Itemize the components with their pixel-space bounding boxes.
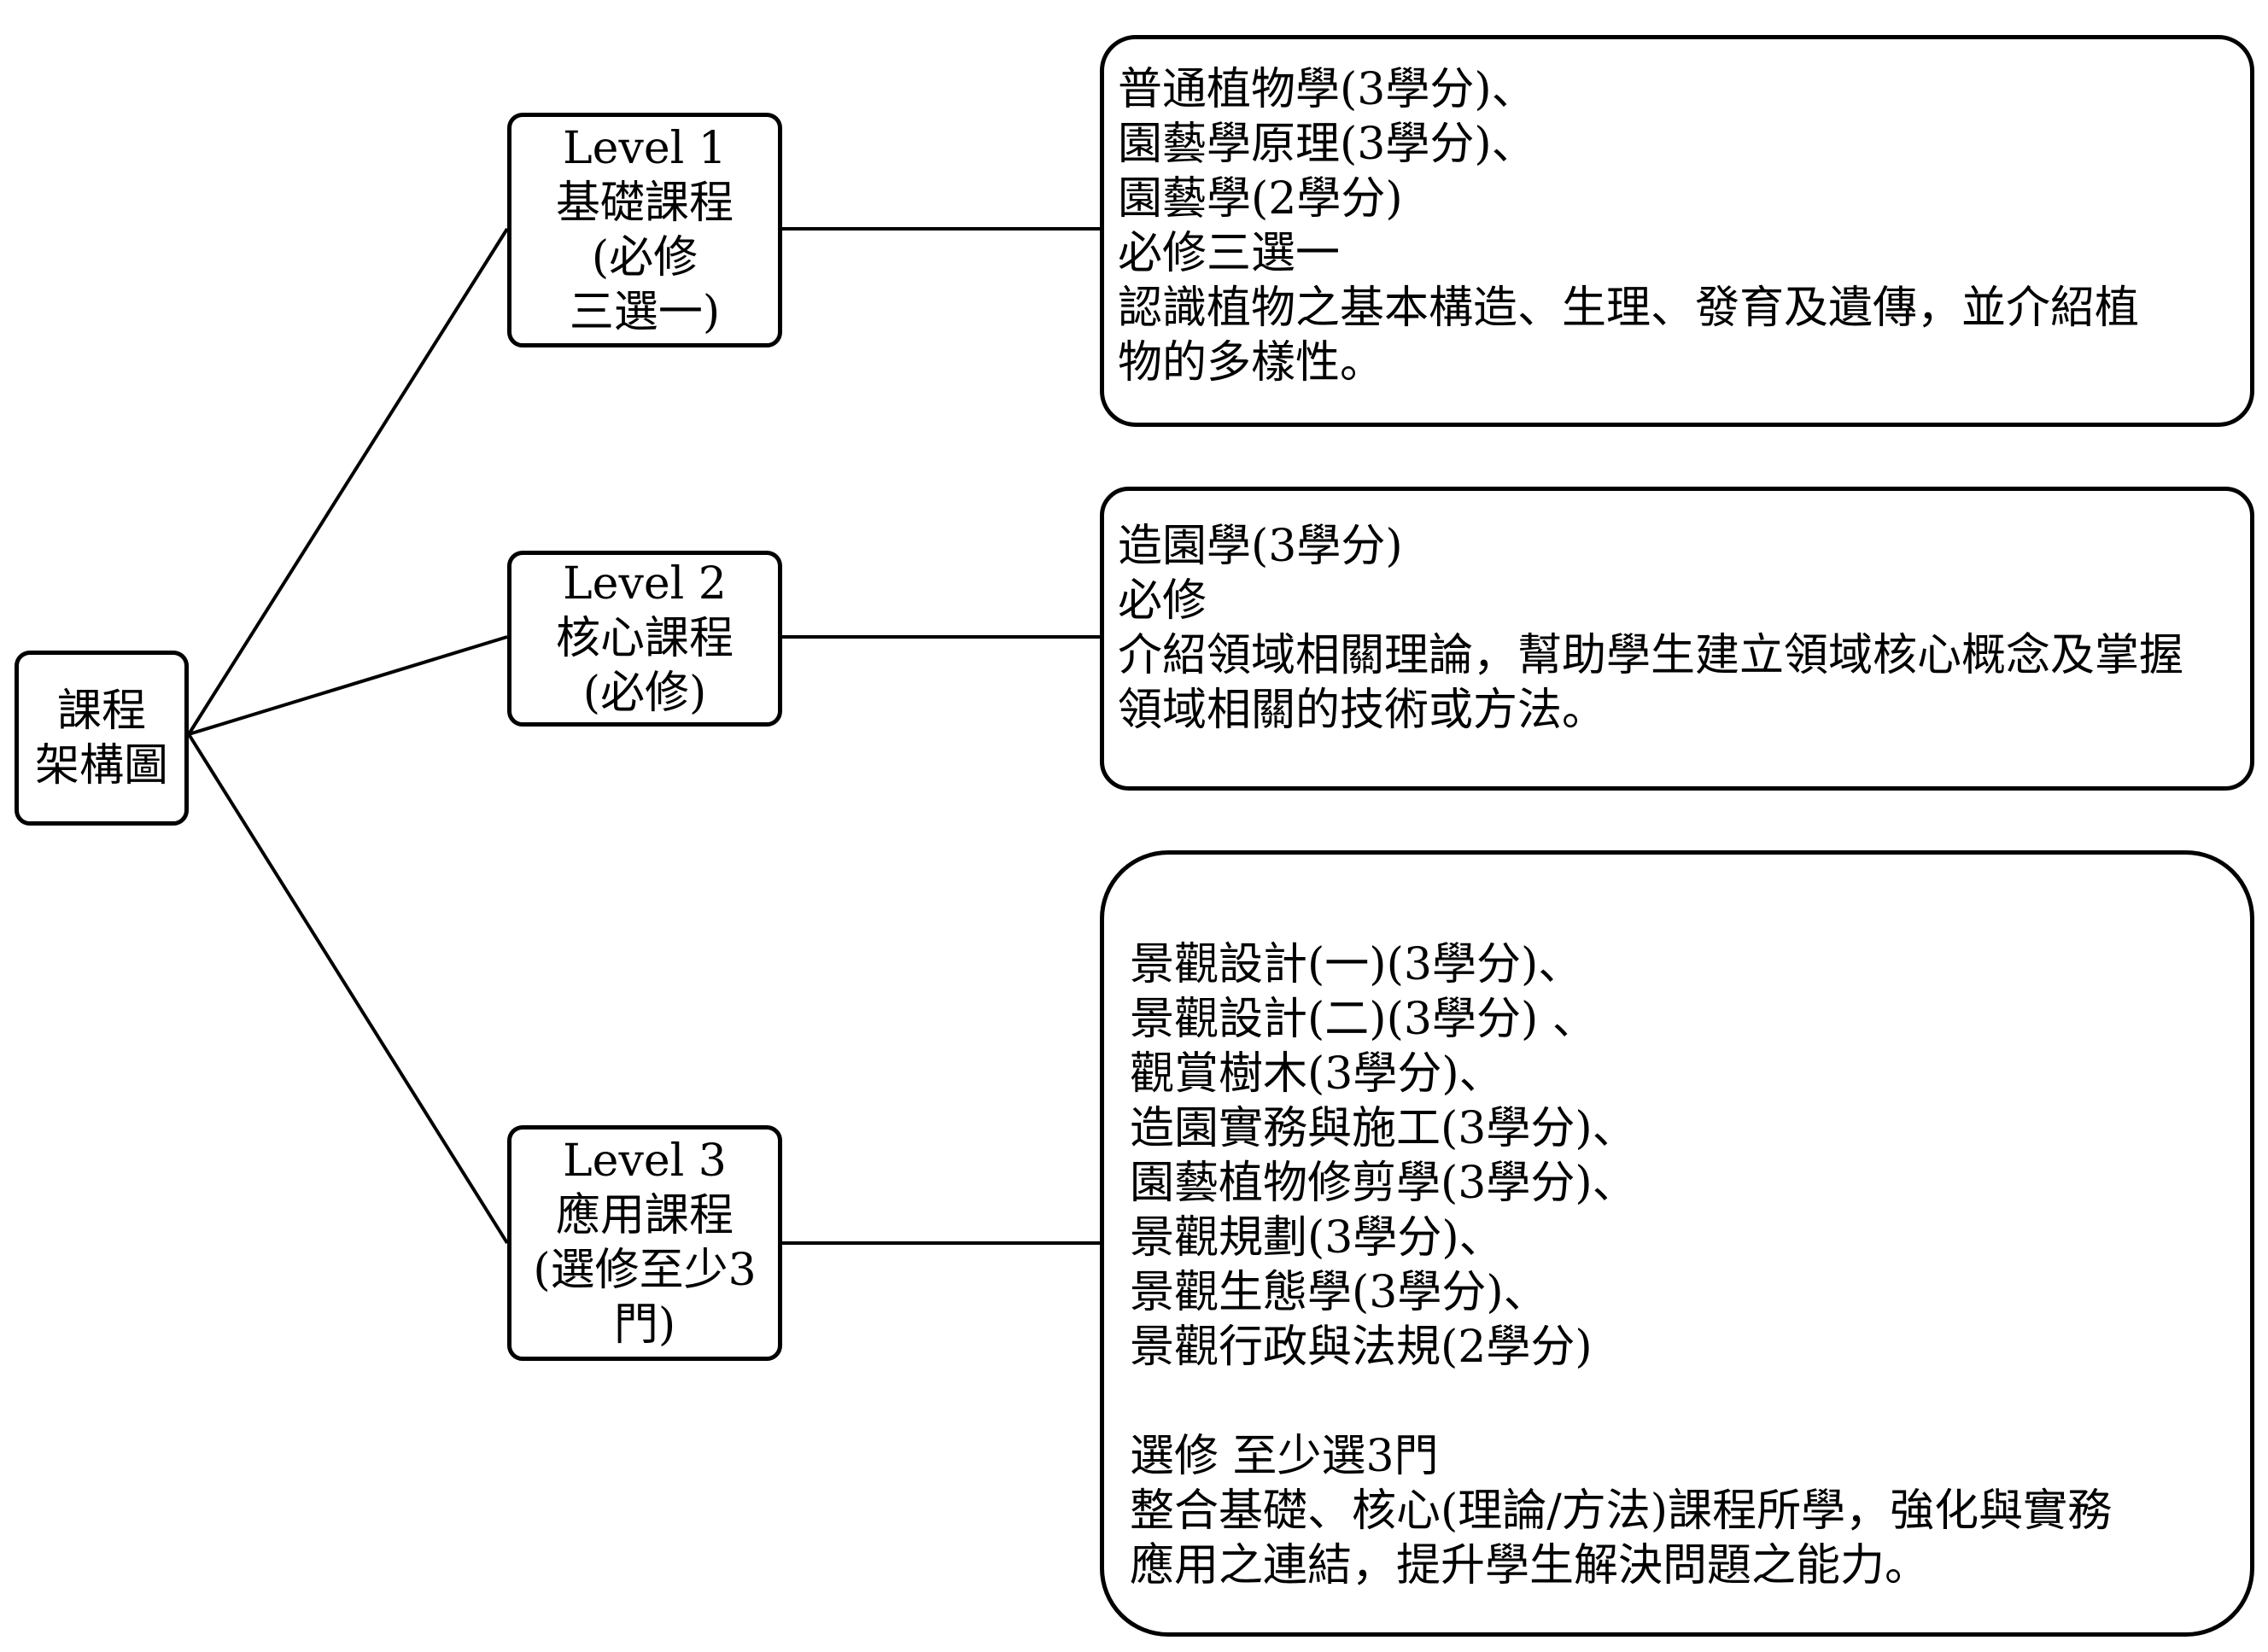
detail-line: 選修 至少選3門 <box>1130 1431 1439 1482</box>
detail-line: 造園實務與施工(3學分)、 <box>1130 1103 1637 1154</box>
detail-line: 物的多樣性。 <box>1118 337 1385 388</box>
level-2-line: (必修) <box>582 668 707 719</box>
detail-line: 必修 <box>1118 575 1207 627</box>
level-2-node: Level 2 核心課程 (必修) <box>507 551 782 727</box>
detail-line: 觀賞樹木(3學分)、 <box>1130 1048 1504 1100</box>
level-1-line: Level 1 <box>563 122 727 174</box>
level-3-detail-box: 景觀設計(一)(3學分)、 景觀設計(二)(3學分) 、 觀賞樹木(3學分)、 … <box>1100 850 2254 1637</box>
level-3-node: Level 3 應用課程 (選修至少3 門) <box>507 1125 782 1361</box>
detail-line: 景觀規劃(3學分)、 <box>1130 1212 1504 1264</box>
level-2-detail-box: 造園學(3學分) 必修 介紹領域相關理論，幫助學生建立領域核心概念及掌握 領域相… <box>1100 487 2254 791</box>
detail-line: 介紹領域相關理論，幫助學生建立領域核心概念及掌握 <box>1118 630 2184 681</box>
connector-root-level-3 <box>187 733 509 1245</box>
level-1-line: 基礎課程 <box>555 177 734 229</box>
level-3-line: Level 3 <box>563 1135 727 1187</box>
detail-line: 領域相關的技術或方法。 <box>1118 685 1607 736</box>
detail-line: 景觀行政與法規(2學分) <box>1130 1322 1593 1373</box>
detail-line: 園藝學(2學分) <box>1118 173 1403 225</box>
level-3-line: 門) <box>613 1299 676 1351</box>
detail-line: 園藝植物修剪學(3學分)、 <box>1130 1158 1637 1209</box>
level-2-line: 核心課程 <box>555 613 734 664</box>
level-2-line: Level 2 <box>563 558 727 610</box>
level-3-line: 應用課程 <box>555 1190 734 1241</box>
detail-line: 普通植物學(3學分)、 <box>1118 64 1536 115</box>
level-1-node: Level 1 基礎課程 (必修 三選一) <box>507 113 782 347</box>
detail-line: 景觀設計(一)(3學分)、 <box>1130 939 1583 990</box>
detail-line: 園藝學原理(3學分)、 <box>1118 119 1536 170</box>
detail-line: 整合基礎、核心(理論/方法)課程所學，強化與實務 <box>1130 1486 2113 1537</box>
connector-root-level-2 <box>188 635 508 736</box>
detail-blank-line <box>1130 1375 2250 1429</box>
level-1-line: (必修 <box>591 231 699 283</box>
root-node: 課程 架構圖 <box>15 651 189 826</box>
detail-line: 必修三選一 <box>1118 228 1341 279</box>
root-node-line: 課程 <box>56 685 146 737</box>
detail-line: 認識植物之基本構造、生理、發育及遺傳，並介紹植 <box>1118 283 2140 334</box>
detail-line: 景觀設計(二)(3學分) 、 <box>1130 994 1597 1045</box>
level-1-line: 三選一) <box>569 286 721 338</box>
detail-line: 景觀生態學(3學分)、 <box>1130 1267 1548 1318</box>
detail-line: 應用之連結，提升學生解決問題之能力。 <box>1130 1540 1930 1591</box>
level-1-detail-box: 普通植物學(3學分)、 園藝學原理(3學分)、 園藝學(2學分) 必修三選一 認… <box>1100 35 2254 427</box>
connector-root-level-1 <box>187 227 509 736</box>
root-node-line: 架構圖 <box>34 739 168 791</box>
detail-line: 造園學(3學分) <box>1118 521 1403 572</box>
level-3-line: (選修至少3 <box>533 1245 757 1296</box>
